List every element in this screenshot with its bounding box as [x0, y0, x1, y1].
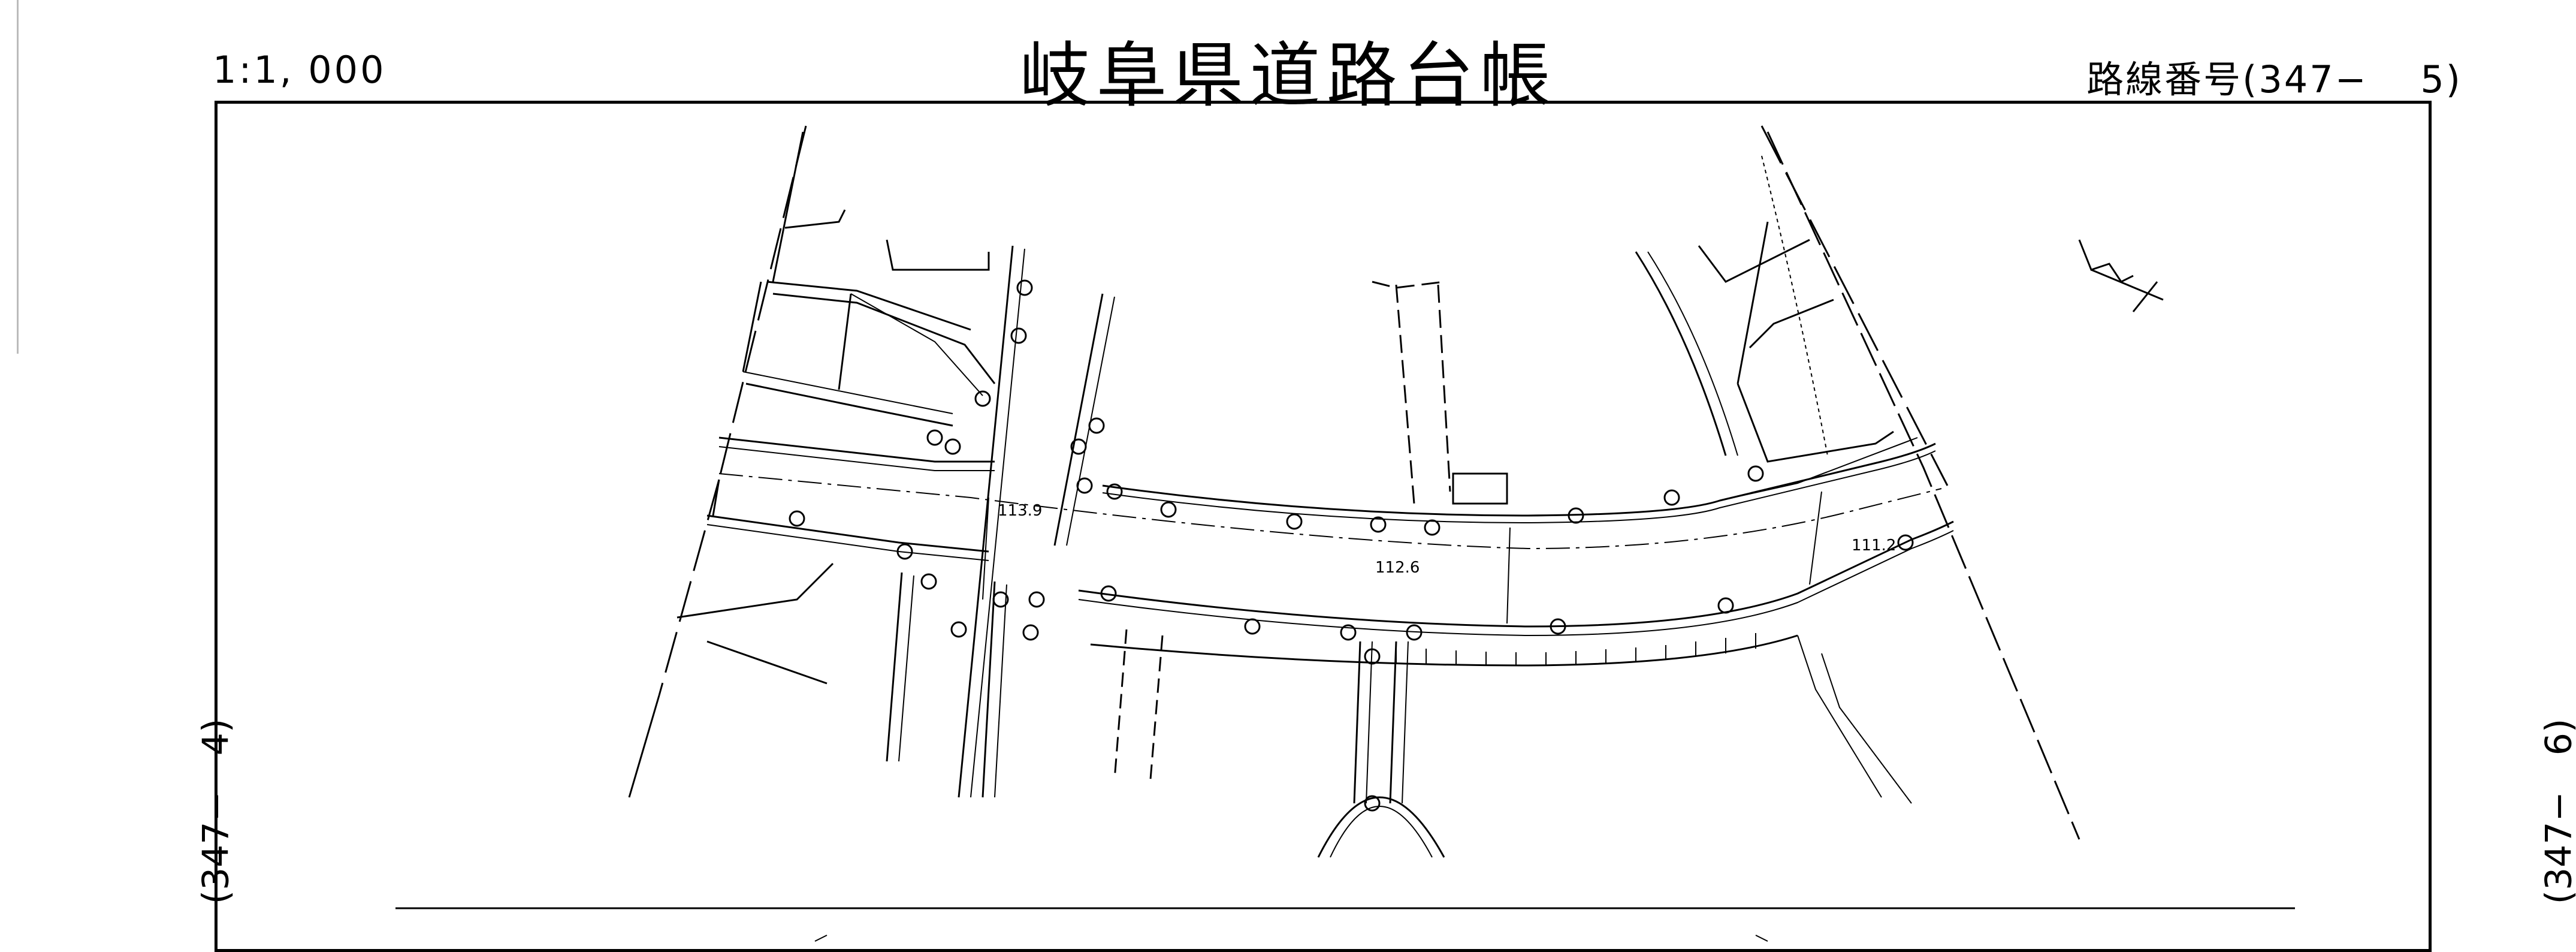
main-road-north-edge [718, 436, 1936, 524]
north-west-parcels [742, 131, 996, 427]
boundary-lines [658, 125, 1949, 696]
width-label-113-9: 113.9 [998, 502, 1042, 520]
cross-road-east [1635, 131, 2080, 840]
bottom-mark-left [814, 935, 828, 942]
route-number: 路線番号(347− 5) [2086, 58, 2462, 101]
page-edge-rule [17, 0, 19, 354]
main-road-south-edge [706, 514, 1954, 667]
measurement-labels: 113.9 112.6 111.2 [998, 502, 1896, 577]
measurement-lines [982, 491, 1822, 624]
width-label-112-6: 112.6 [1375, 559, 1420, 577]
road-centre-line [718, 473, 1942, 550]
north-arrow-icon [2078, 239, 2164, 312]
south-spur-road [1317, 641, 1445, 858]
south-west-parcels [628, 479, 834, 798]
north-spur-road [1372, 281, 1451, 504]
scale-label: 1:1, 000 [213, 48, 386, 92]
building-block [1452, 472, 1508, 505]
embankment-hatching [1396, 633, 1912, 804]
bottom-mark-right [1755, 935, 1768, 942]
width-label-111-2: 111.2 [1852, 537, 1896, 555]
cross-road-west [886, 245, 1164, 798]
road-facility-symbols [789, 279, 1914, 812]
